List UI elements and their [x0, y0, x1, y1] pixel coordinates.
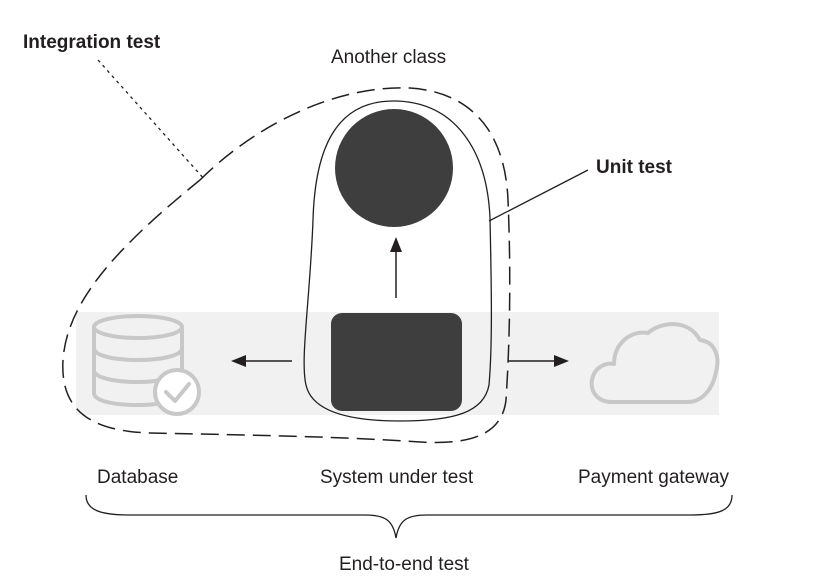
end-to-end-test-label: End-to-end test	[339, 554, 469, 575]
integration-test-boundary	[62, 87, 511, 444]
unit-test-boundary	[303, 100, 493, 422]
integration-test-leader	[97, 59, 206, 181]
unit-test-label: Unit test	[596, 157, 672, 178]
database-label: Database	[97, 467, 179, 488]
system-under-test-box	[331, 313, 462, 411]
end-to-end-bracket	[85, 494, 733, 539]
arrow-to-another-class-head	[390, 237, 402, 252]
system-under-test-label: System under test	[320, 467, 474, 488]
integration-test-label: Integration test	[23, 32, 161, 53]
payment-gateway-label: Payment gateway	[578, 467, 730, 488]
unit-test-leader	[488, 169, 589, 222]
cloud-icon	[589, 322, 720, 404]
another-class-circle	[335, 109, 453, 227]
arrow-to-database-head	[231, 355, 246, 367]
another-class-label: Another class	[331, 47, 447, 68]
database-check-icon	[92, 314, 201, 416]
arrow-to-payment-gateway-head	[554, 355, 569, 367]
